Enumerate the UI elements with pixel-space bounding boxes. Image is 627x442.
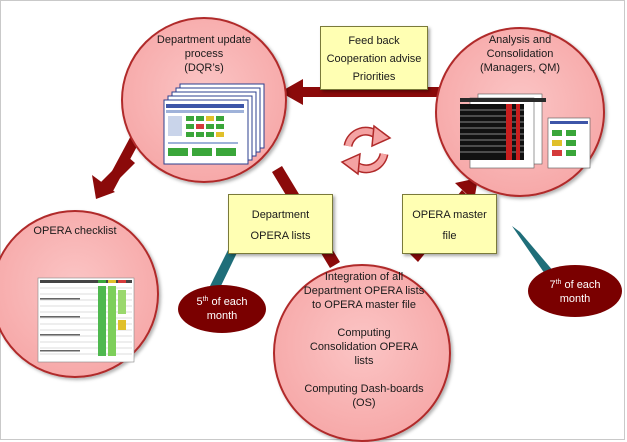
integration-line6: lists [354, 355, 374, 367]
callout-fifth-rest: of each [208, 296, 248, 308]
department-update-line1: Department update [156, 34, 252, 46]
department-update-line3: (DQR’s) [184, 62, 224, 74]
callout-fifth-suffix: th [202, 296, 209, 303]
integration-line5: Consolidation OPERA [309, 341, 419, 353]
opera-checklist-thumbnail [37, 277, 135, 363]
consolidation-dashboard-thumbnail [460, 93, 591, 169]
note-department-lists-line2: OPERA lists [250, 230, 311, 242]
integration-line7: Computing Dash-boards [304, 383, 424, 395]
callout-fifth-bubble [178, 285, 266, 333]
analysis-line3: (Managers, QM) [479, 62, 561, 74]
department-update-line2: process [184, 48, 224, 60]
integration-line3: to OPERA master file [312, 299, 416, 311]
integration-line8: (OS) [352, 397, 376, 409]
integration-label: Integration of all Department OPERA list… [294, 270, 434, 410]
callout-seventh-day: 7 [549, 279, 556, 291]
callout-seventh-line2: month [559, 293, 591, 305]
note-feedback: Feed back Cooperation advise Priorities [320, 26, 428, 90]
arrow-dept-to-checklist [100, 156, 135, 190]
callout-seventh-suffix: th [555, 279, 562, 286]
callout-seventh-text: 7th of each month [535, 278, 615, 306]
note-feedback-line3: Priorities [352, 71, 396, 83]
note-department-lists-line1: Department [251, 209, 310, 221]
analysis-line2: Consolidation [486, 48, 554, 60]
analysis-line1: Analysis and [488, 34, 552, 46]
note-master-file: OPERA master file [402, 194, 497, 254]
arrow-analysis-to-dept-head [280, 79, 303, 105]
integration-line1: Integration of all [324, 271, 404, 283]
callout-fifth-line2: month [206, 310, 238, 322]
note-feedback-line1: Feed back [348, 35, 400, 47]
note-department-lists: Department OPERA lists [228, 194, 333, 254]
callout-fifth-day: 5 [196, 296, 203, 308]
integration-line4: Computing [337, 327, 391, 339]
analysis-label: Analysis and Consolidation (Managers, QM… [460, 33, 580, 75]
opera-checklist-label: OPERA checklist [20, 224, 130, 238]
circle-integration [273, 264, 451, 442]
note-master-file-line2: file [442, 230, 457, 242]
arrow-dept-to-checklist-head [92, 175, 115, 199]
callout-fifth-text: 5th of each month [182, 295, 262, 323]
note-master-file-line1: OPERA master [412, 209, 487, 221]
callout-seventh-bubble [528, 265, 622, 317]
note-feedback-line2: Cooperation advise [326, 53, 422, 65]
refresh-cycle-icon [340, 124, 392, 176]
integration-line2: Department OPERA lists [303, 285, 425, 297]
callout-seventh-rest: of each [561, 279, 601, 291]
department-update-label: Department update process (DQR’s) [144, 33, 264, 75]
dqr-sheets-thumbnail [163, 83, 265, 165]
opera-checklist-text: OPERA checklist [33, 225, 117, 237]
